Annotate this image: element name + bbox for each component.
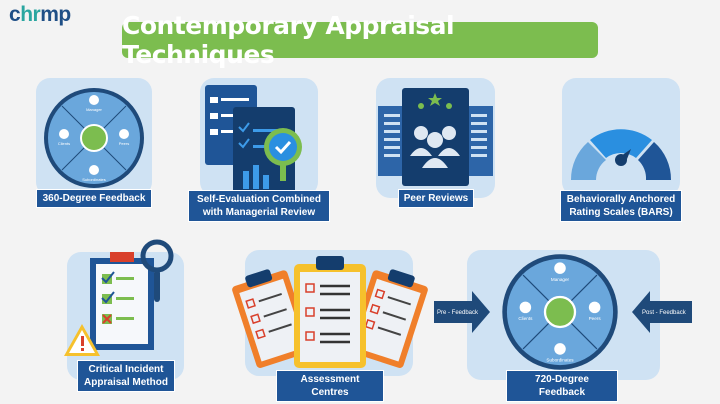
svg-text:Peers: Peers	[589, 316, 602, 321]
documents-check-icon	[205, 85, 302, 195]
pre-feedback-arrow-icon: Pre - Feedback	[434, 291, 490, 333]
svg-text:Peers: Peers	[119, 141, 129, 146]
page-title: Contemporary Appraisal Techniques	[122, 11, 598, 69]
svg-text:Subordinates: Subordinates	[82, 177, 106, 182]
rating-gauge-icon	[570, 129, 672, 180]
svg-text:Clients: Clients	[518, 316, 533, 321]
feedback-wheel-icon: Manager Clients Peers Subordinates	[44, 88, 144, 188]
clipboards-icon	[232, 256, 428, 368]
label-critical-incident: Critical Incident Appraisal Method	[77, 360, 175, 392]
label-peer-reviews: Peer Reviews	[398, 189, 474, 208]
label-self-evaluation: Self-Evaluation Combined with Managerial…	[188, 190, 330, 222]
feedback-wheel-720-icon: Manager Clients Peers Subordinates	[502, 254, 618, 370]
svg-text:Manager: Manager	[551, 277, 570, 282]
chrmp-logo: chrmp	[9, 3, 71, 26]
svg-text:Pre - Feedback: Pre - Feedback	[437, 310, 479, 316]
label-assessment-centres: Assessment Centres	[276, 370, 384, 402]
label-360-feedback: 360-Degree Feedback	[36, 189, 152, 208]
label-bars: Behaviorally Anchored Rating Scales (BAR…	[560, 190, 682, 222]
peer-group-icon	[378, 88, 493, 186]
svg-text:Subordinates: Subordinates	[546, 358, 574, 363]
label-720-feedback: 720-Degree Feedback	[506, 370, 618, 402]
svg-text:Clients: Clients	[58, 141, 70, 146]
post-feedback-arrow-icon: Post - Feedback	[632, 291, 692, 333]
svg-text:Post - Feedback: Post - Feedback	[642, 310, 687, 316]
clipboard-magnifier-icon	[64, 239, 174, 356]
svg-text:Manager: Manager	[86, 107, 102, 112]
